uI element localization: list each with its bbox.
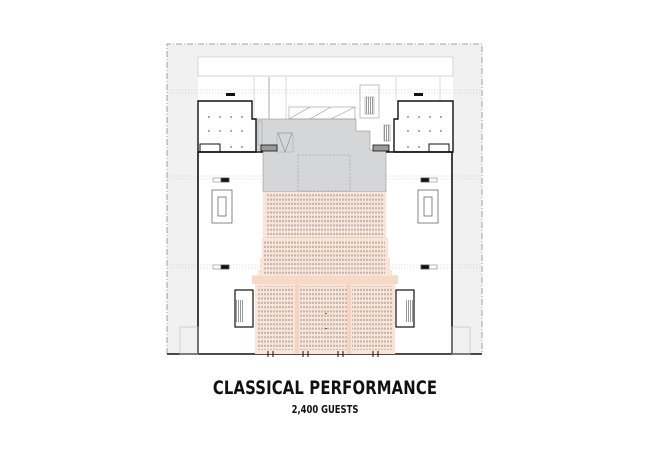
- side-stairs: [234, 289, 415, 328]
- loading-dock-ramps: [288, 84, 380, 120]
- north-band: [197, 56, 454, 119]
- column-ticks: [267, 351, 379, 357]
- north-wings: [197, 93, 454, 153]
- audience-seating: [252, 192, 398, 354]
- plan-title: CLASSICAL PERFORMANCE: [212, 377, 438, 399]
- elevator-cores: [211, 177, 439, 270]
- stage: [255, 118, 391, 193]
- guest-capacity: 2,400 GUESTS: [291, 404, 359, 416]
